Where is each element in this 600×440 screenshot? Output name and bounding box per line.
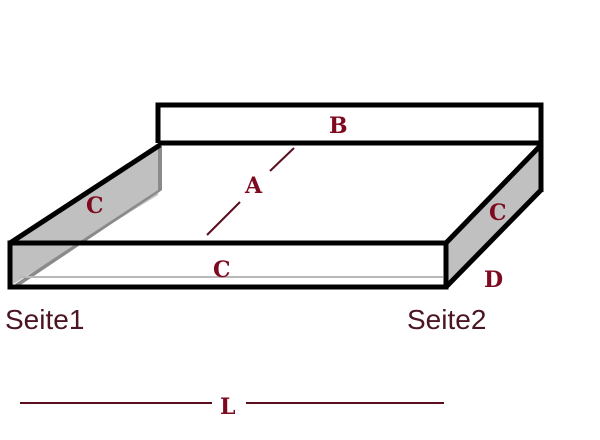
- right-top-edge: [444, 143, 543, 245]
- left-top-edge: [8, 142, 162, 246]
- front-wall-c: [7, 240, 449, 290]
- label-b: B: [329, 113, 348, 139]
- label-c-front: C: [213, 257, 231, 283]
- label-c-left: C: [86, 193, 104, 219]
- label-l: L: [220, 394, 235, 420]
- label-a: A: [244, 173, 263, 199]
- label-c-right: C: [489, 200, 507, 226]
- left-side-panel: [10, 145, 162, 286]
- side-label-right: Seite2: [407, 304, 486, 335]
- side-label-left: Seite1: [5, 304, 84, 335]
- dimension-a-line: [206, 147, 295, 236]
- right-side-panel: [446, 145, 540, 286]
- right-bottom-edge: [444, 188, 543, 289]
- label-d: D: [484, 267, 503, 293]
- back-wall-b: [155, 102, 544, 192]
